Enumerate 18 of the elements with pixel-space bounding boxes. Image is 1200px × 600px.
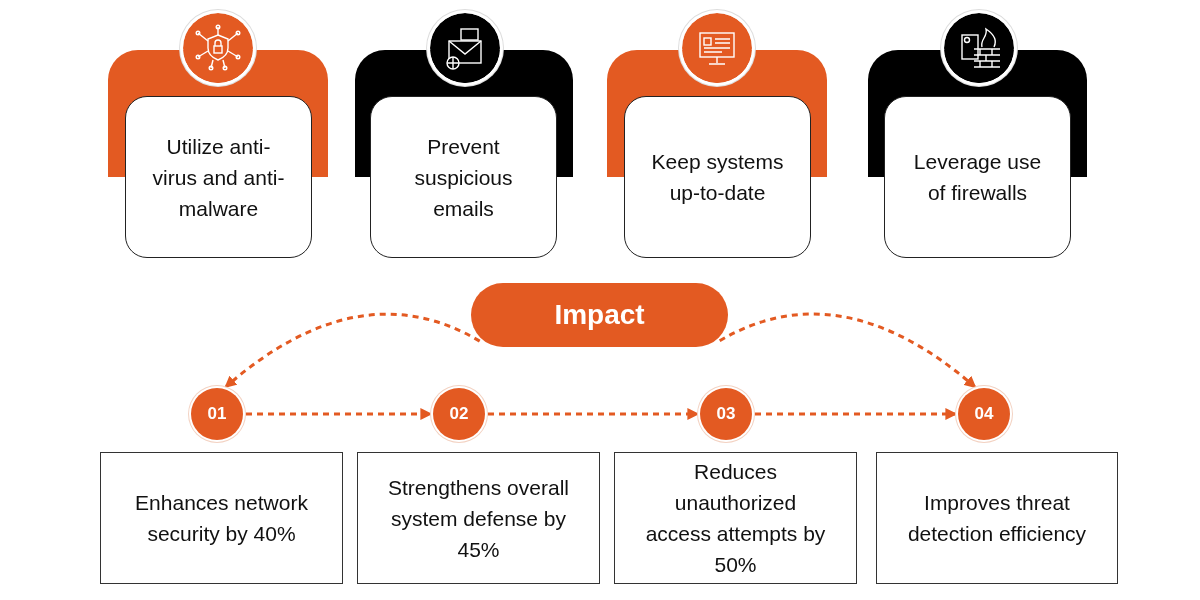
tip-card: Utilize anti-virus and anti-malware bbox=[125, 96, 312, 258]
step-number-circle: 03 bbox=[700, 388, 752, 440]
dashed-arrow bbox=[246, 408, 433, 420]
dashed-arrow bbox=[488, 408, 700, 420]
result-box: Enhances network security by 40% bbox=[100, 452, 343, 584]
tip-card: Leverage use of firewalls bbox=[884, 96, 1071, 258]
result-box: Strengthens overall system defense by 45% bbox=[357, 452, 600, 584]
tip-card: Prevent suspicious emails bbox=[370, 96, 557, 258]
result-box: Reduces unauthorized access attempts by 50% bbox=[614, 452, 857, 584]
impact-pill: Impact bbox=[471, 283, 728, 347]
result-box: Improves threat detection efficiency bbox=[876, 452, 1118, 584]
tip-card: Keep systems up-to-date bbox=[624, 96, 811, 258]
step-number-circle: 04 bbox=[958, 388, 1010, 440]
step-number-circle: 01 bbox=[191, 388, 243, 440]
dashed-arrow bbox=[719, 312, 977, 389]
dashed-arrow bbox=[755, 408, 958, 420]
step-number-circle: 02 bbox=[433, 388, 485, 440]
dashed-arrow bbox=[224, 312, 481, 388]
